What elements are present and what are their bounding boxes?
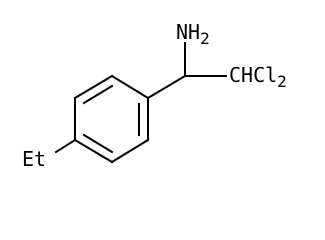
bond-ring-to-ethyl <box>54 138 77 154</box>
dichloromethyl-label: CHCl2 <box>229 63 287 91</box>
amine-subscript: 2 <box>200 29 210 48</box>
benzene-ring <box>73 74 150 164</box>
ring-bond-bottom-to-bottom-left <box>73 138 114 164</box>
ethyl-text: Et <box>22 147 46 171</box>
structure-canvas: NH2 CHCl2 Et <box>22 20 287 171</box>
ring-bond-top-to-top-right <box>110 74 150 100</box>
ring-bond-top-left-to-top <box>73 74 114 100</box>
ethyl-label: Et <box>22 147 46 171</box>
ring-bond-bottom-right-to-bottom <box>110 138 150 164</box>
dichloromethyl-main-text: CHCl <box>229 63 277 87</box>
ring-double-bond-upper-left <box>82 84 114 105</box>
bond-ring-to-ch <box>146 74 187 100</box>
amine-main-text: NH <box>176 20 200 44</box>
ring-double-bond-lower-left <box>82 133 114 154</box>
amine-label: NH2 <box>176 20 210 48</box>
dichloromethyl-subscript: 2 <box>277 72 287 91</box>
molecule-diagram: NH2 CHCl2 Et <box>22 20 287 171</box>
